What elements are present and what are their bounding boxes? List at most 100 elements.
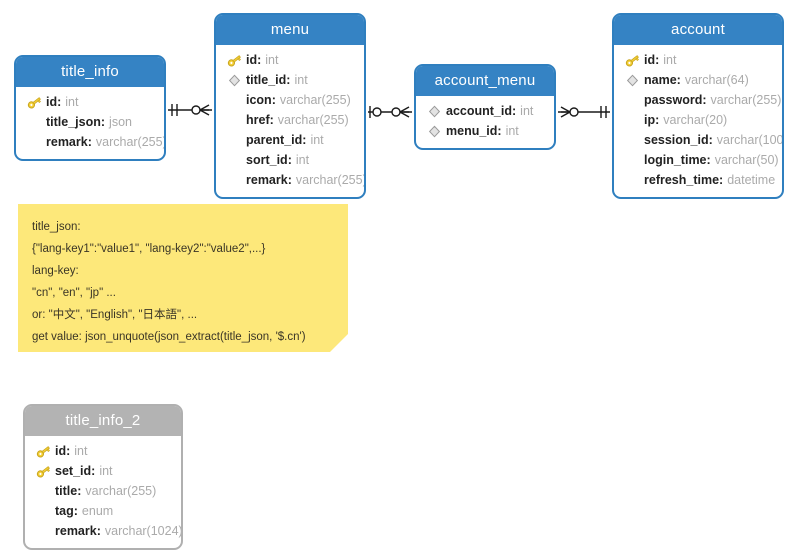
key-icon (36, 465, 50, 478)
field-row[interactable]: id:int (614, 50, 782, 70)
field-type: varchar(255) (279, 93, 351, 107)
no-icon (623, 133, 641, 147)
field-type: int (74, 444, 88, 458)
field-row[interactable]: title_json:json (16, 112, 164, 132)
field-row[interactable]: id:int (25, 441, 181, 461)
field-type: varchar(20) (663, 113, 728, 127)
note-fold-corner (330, 334, 348, 352)
field-type: int (294, 73, 308, 87)
note-line: get value: json_unquote(json_extract(tit… (32, 331, 306, 343)
field-separator: : (100, 115, 106, 129)
field-row[interactable]: icon:varchar(255) (216, 90, 364, 110)
field-name: id (644, 53, 656, 67)
field-type: varchar(255) (710, 93, 782, 107)
field-separator: : (96, 524, 101, 538)
field-separator: : (57, 95, 62, 109)
field-row[interactable]: title_id:int (216, 70, 364, 90)
field-row[interactable]: id:int (216, 50, 364, 70)
field-row[interactable]: menu_id:int (416, 121, 554, 141)
key-icon (227, 54, 241, 67)
field-separator: : (302, 133, 307, 147)
relationship-menu-to-account_menu (368, 106, 412, 118)
field-row[interactable]: session_id:varchar(100) (614, 130, 782, 150)
no-icon (623, 93, 641, 107)
field-type: varchar(50) (714, 153, 779, 167)
entity-title-title_info: title_info (16, 57, 164, 87)
field-row[interactable]: account_id:int (416, 101, 554, 121)
entity-title-account: account (614, 15, 782, 45)
diamond-icon (225, 73, 243, 87)
field-separator: : (77, 484, 82, 498)
field-type: int (520, 104, 534, 118)
no-icon (25, 115, 43, 129)
field-type: int (295, 153, 310, 167)
field-type: int (265, 53, 279, 67)
title-json-note[interactable]: title_json:{"lang-key1":"value1", "lang-… (18, 204, 348, 352)
field-row[interactable]: remark:varchar(255) (16, 132, 164, 152)
field-row[interactable]: ip:varchar(20) (614, 110, 782, 130)
field-row[interactable]: parent_id:int (216, 130, 364, 150)
field-row[interactable]: remark:varchar(255) (216, 170, 364, 190)
field-name: remark (55, 524, 97, 538)
field-row[interactable]: refresh_time:datetime (614, 170, 782, 190)
field-row[interactable]: login_time:varchar(50) (614, 150, 782, 170)
no-icon (623, 113, 641, 127)
field-name: parent_id (246, 133, 303, 147)
entity-title-menu: menu (216, 15, 364, 45)
field-type: json (109, 115, 132, 129)
diamond-icon (428, 125, 440, 137)
field-row[interactable]: tag:enum (25, 501, 181, 521)
field-type: varchar(255) (85, 484, 157, 498)
note-line: "cn", "en", "jp" ... (32, 287, 116, 299)
field-row[interactable]: title:varchar(255) (25, 481, 181, 501)
field-type: varchar(255) (95, 135, 166, 149)
no-icon (225, 153, 243, 167)
field-separator: : (676, 73, 681, 87)
field-separator: : (286, 73, 291, 87)
field-separator: : (73, 504, 78, 518)
field-row[interactable]: id:int (16, 92, 164, 112)
field-separator: : (91, 464, 96, 478)
field-row[interactable]: remark:varchar(1024) (25, 521, 181, 541)
field-name: menu_id (446, 124, 498, 138)
note-line: {"lang-key1":"value1", "lang-key2":"valu… (32, 243, 266, 255)
field-row[interactable]: name:varchar(64) (614, 70, 782, 90)
key-icon (27, 96, 41, 109)
field-name: id (55, 444, 67, 458)
field-name: ip (644, 113, 656, 127)
field-type: varchar(255) (295, 173, 366, 187)
field-name: set_id (55, 464, 92, 478)
field-separator: : (497, 124, 502, 138)
no-icon (225, 113, 243, 127)
no-icon (225, 93, 243, 107)
field-name: title_id (246, 73, 287, 87)
no-icon (623, 153, 641, 167)
diamond-icon (623, 73, 641, 87)
key-icon (225, 53, 243, 67)
field-separator: : (655, 53, 660, 67)
no-icon (34, 484, 52, 498)
field-row[interactable]: sort_id:int (216, 150, 364, 170)
field-row[interactable]: href:varchar(255) (216, 110, 364, 130)
field-row[interactable]: set_id:int (25, 461, 181, 481)
note-line: lang-key: (32, 265, 79, 277)
no-icon (225, 173, 243, 187)
field-type: datetime (727, 173, 776, 187)
field-name: title (55, 484, 78, 498)
field-name: name (644, 73, 677, 87)
field-name: title_json (46, 115, 101, 129)
field-row[interactable]: password:varchar(255) (614, 90, 782, 110)
key-icon (623, 53, 641, 67)
field-name: session_id (644, 133, 709, 147)
field-name: href (246, 113, 270, 127)
entity-title-title_info_2: title_info_2 (25, 406, 181, 436)
